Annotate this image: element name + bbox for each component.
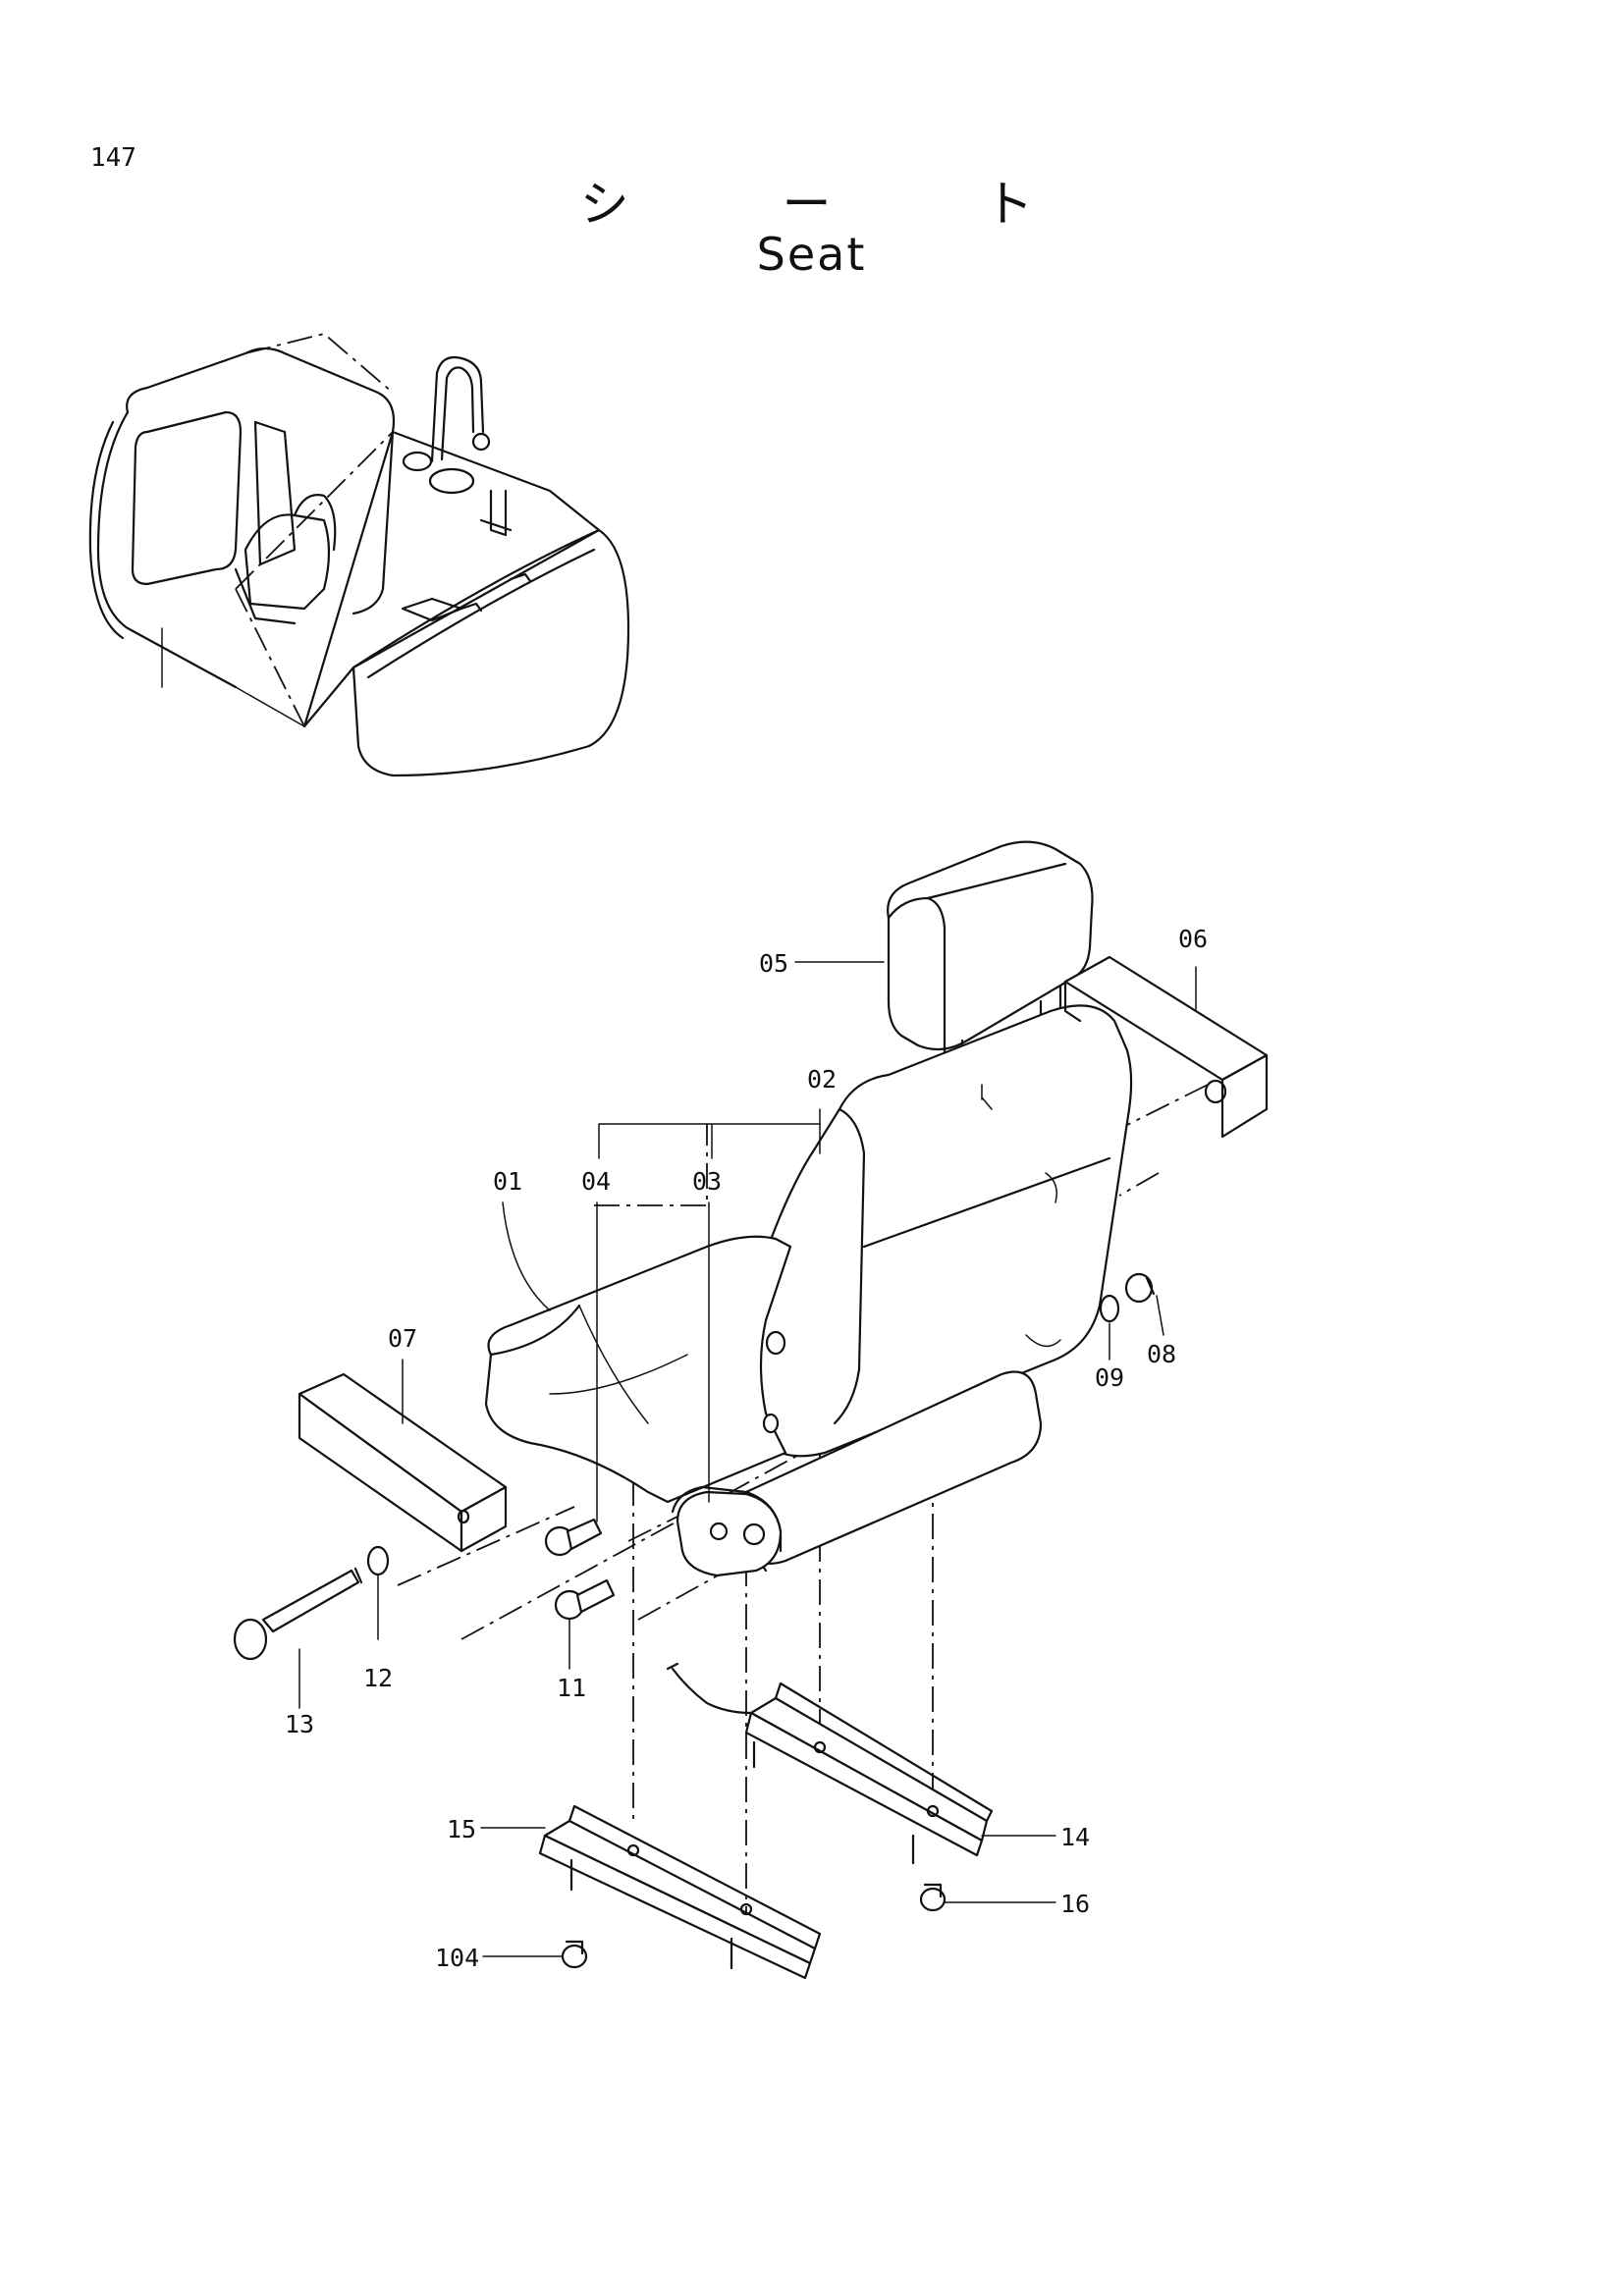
bolt-104	[561, 1940, 588, 1969]
seat-backrest	[734, 1004, 1133, 1458]
callout-11: 11	[557, 1674, 586, 1702]
callout-13: 13	[285, 1710, 314, 1738]
title-japanese: シ ー ト	[579, 176, 1103, 233]
callout-16: 16	[1060, 1890, 1090, 1918]
callout-04: 04	[581, 1167, 611, 1196]
page-number: 147	[90, 143, 136, 173]
excavator-overview-illustration	[88, 333, 630, 777]
bolt-04	[544, 1518, 603, 1557]
callout-104: 104	[435, 1944, 479, 1972]
callout-12: 12	[363, 1664, 393, 1692]
callout-labels: 01 02 03 04 05 06 07 08 09 11 12 13 14 1…	[285, 925, 1208, 1972]
washer-09	[1099, 1294, 1120, 1323]
callout-05: 05	[759, 949, 788, 978]
slide-rail-14	[666, 1662, 994, 1865]
callout-15: 15	[447, 1815, 476, 1843]
bolt-16	[919, 1883, 947, 1912]
callout-02: 02	[807, 1065, 837, 1094]
callout-14: 14	[1060, 1823, 1090, 1851]
leader-lines	[298, 961, 1197, 1957]
title-english: Seat	[756, 228, 867, 281]
armrest-right	[1063, 955, 1269, 1139]
callout-01: 01	[493, 1167, 522, 1196]
callout-08: 08	[1147, 1340, 1176, 1368]
bolt-13	[233, 1567, 363, 1661]
callout-09: 09	[1095, 1363, 1124, 1392]
slide-rail-15	[538, 1804, 822, 1980]
bolt-11	[554, 1578, 616, 1621]
seat-cushion	[484, 1235, 792, 1504]
washer-12	[366, 1545, 390, 1576]
callout-06: 06	[1178, 925, 1208, 953]
nut-08	[1124, 1272, 1156, 1304]
callout-03: 03	[692, 1167, 722, 1196]
recline-lever	[676, 1490, 783, 1577]
callout-07: 07	[388, 1324, 417, 1353]
armrest-left	[298, 1372, 508, 1553]
